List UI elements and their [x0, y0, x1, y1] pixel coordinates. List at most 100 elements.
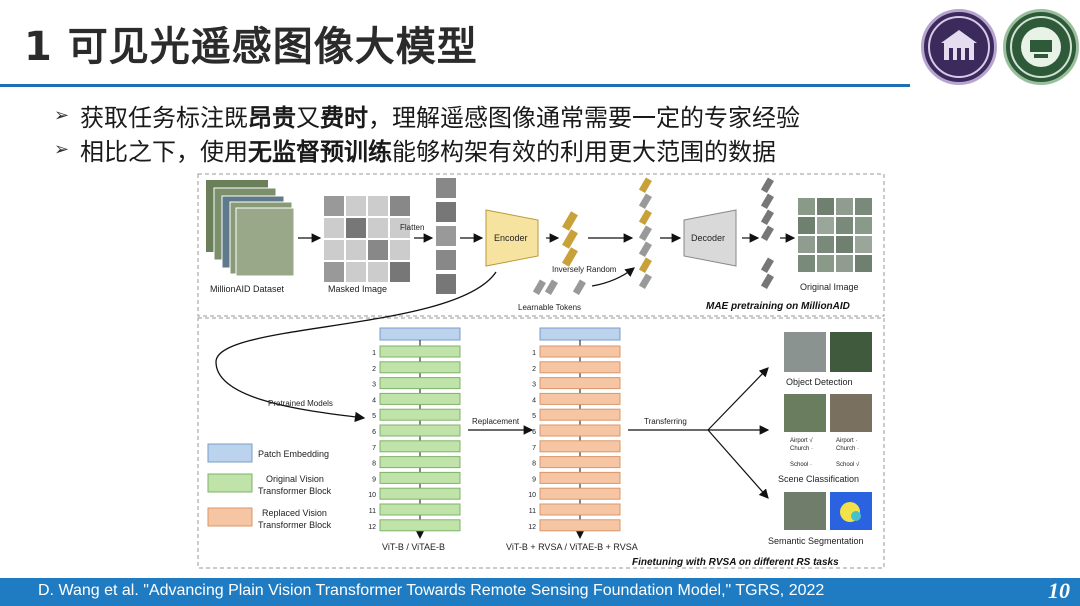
bullet-text-mid: 能够构架有效的利用更大范围的数据: [392, 137, 776, 166]
mixed-token-column: [638, 177, 652, 290]
patch-embedding-block: [379, 327, 461, 341]
scene-classification-label: Scene Classification: [778, 474, 859, 484]
flatten-label: Flatten: [400, 223, 424, 232]
university-logo-icon: [921, 9, 997, 85]
block-number: 11: [529, 508, 536, 515]
block-number: 3: [532, 382, 536, 389]
block-number: 1: [372, 350, 376, 357]
finetuning-caption: Finetuning with RVSA on different RS tas…: [632, 557, 839, 568]
block-number: 3: [372, 382, 376, 389]
bullet-text-mid: 又: [296, 103, 320, 132]
decoder-label: Decoder: [691, 233, 725, 243]
bullet-item: ➢ 相比之下，使用无监督预训练能够构架有效的利用更大范围的数据: [54, 132, 800, 166]
decoder-block: [683, 209, 737, 267]
block-number: 12: [528, 524, 536, 531]
block-number: 1: [532, 350, 536, 357]
architecture-figure: MillionAID Dataset Masked Image Flatten …: [196, 172, 886, 570]
encoder-block: [485, 209, 539, 267]
block-number: 9: [532, 476, 536, 483]
block-number: 4: [532, 397, 536, 404]
lab-logo-icon: [1003, 9, 1079, 85]
scene-a1: Airport √: [790, 437, 813, 444]
pretraining-panel: [197, 173, 885, 317]
block-number: 8: [532, 461, 536, 468]
footer-bar: D. Wang et al. "Advancing Plain Vision T…: [0, 578, 1080, 606]
mae-caption: MAE pretraining on MillionAID: [706, 301, 850, 312]
scene-b1: Airport ·: [836, 438, 857, 444]
block-number: 2: [372, 366, 376, 373]
citation-text: D. Wang et al. "Advancing Plain Vision T…: [38, 582, 825, 599]
replaced-vision-block: [539, 408, 621, 421]
flattened-patches: [436, 178, 456, 294]
slide-title: 1 可见光遥感图像大模型: [24, 24, 478, 70]
replaced-vision-block: [539, 503, 621, 516]
replaced-vision-block: [539, 392, 621, 405]
decoder-output-tokens: [760, 177, 774, 290]
replaced-vision-block: [539, 519, 621, 532]
block-number: 2: [532, 366, 536, 373]
masked-image-label: Masked Image: [328, 284, 387, 294]
scene-classification-images: [784, 394, 872, 432]
original-vision-block: [379, 392, 461, 405]
masked-image-grid: [324, 196, 410, 282]
original-vision-block: [379, 471, 461, 484]
replaced-vision-block: [539, 361, 621, 374]
bullet-text-pre: 获取任务标注既: [80, 103, 248, 132]
block-number: 7: [372, 445, 376, 452]
legend-repl-label-1: Replaced Vision: [262, 508, 327, 518]
block-number: 4: [372, 397, 376, 404]
bullet-text-pre: 相比之下，使用: [80, 137, 248, 166]
title-underline: [0, 84, 910, 87]
replaced-vision-block: [539, 424, 621, 437]
scene-a2: Church ·: [790, 446, 813, 452]
legend-orig-label-2: Transformer Block: [258, 486, 332, 496]
block-number: 7: [532, 445, 536, 452]
title-bar: 1 可见光遥感图像大模型: [0, 0, 1080, 87]
block-number: 10: [368, 492, 376, 499]
replaced-vision-block: [539, 471, 621, 484]
replaced-vision-block: [539, 345, 621, 358]
legend-orig-label-1: Original Vision: [266, 474, 324, 484]
pretrained-models-label: Pretrained Models: [268, 399, 333, 408]
legend-orig-swatch: [207, 473, 253, 493]
block-number: 9: [372, 476, 376, 483]
left-stack-label: ViT-B / ViTAE-B: [382, 542, 445, 552]
original-vision-block: [379, 377, 461, 390]
replaced-vision-block: [539, 456, 621, 469]
block-number: 12: [368, 524, 376, 531]
object-detection-images: [784, 332, 872, 372]
bullet-bold: 费时: [320, 103, 368, 132]
block-number: 6: [372, 429, 376, 436]
original-vision-block: [379, 456, 461, 469]
original-vision-block: [379, 519, 461, 532]
bullet-list: ➢ 获取任务标注既昂贵又费时，理解遥感图像通常需要一定的专家经验 ➢ 相比之下，…: [54, 98, 800, 166]
millionaid-images: [206, 180, 295, 277]
block-number: 6: [532, 429, 536, 436]
arrow-bullet-icon: ➢: [54, 104, 70, 126]
bullet-text-post: ，理解遥感图像通常需要一定的专家经验: [368, 103, 800, 132]
encoder-label: Encoder: [494, 233, 528, 243]
replaced-vision-block: [539, 440, 621, 453]
original-vision-block: [379, 345, 461, 358]
scene-b2: Church ·: [836, 446, 859, 452]
original-vision-block: [379, 424, 461, 437]
block-number: 5: [372, 413, 376, 420]
transferring-label: Transferring: [644, 417, 687, 426]
encoded-tokens: [562, 211, 578, 267]
patch-embedding-block: [539, 327, 621, 341]
block-number: 5: [532, 413, 536, 420]
original-vision-block: [379, 440, 461, 453]
original-vision-block: [379, 361, 461, 374]
learnable-tokens: [532, 279, 586, 296]
bullet-item: ➢ 获取任务标注既昂贵又费时，理解遥感图像通常需要一定的专家经验: [54, 98, 800, 132]
scene-b3: School √: [836, 461, 860, 468]
original-vision-block: [379, 487, 461, 500]
semantic-segmentation-label: Semantic Segmentation: [768, 536, 864, 546]
legend-patch-label: Patch Embedding: [258, 449, 329, 459]
right-stack-label: ViT-B + RVSA / ViTAE-B + RVSA: [506, 542, 638, 552]
legend-repl-label-2: Transformer Block: [258, 520, 332, 530]
scene-a3: School ·: [790, 462, 812, 468]
original-image-label: Original Image: [800, 282, 859, 292]
finetuning-panel: [197, 317, 885, 569]
